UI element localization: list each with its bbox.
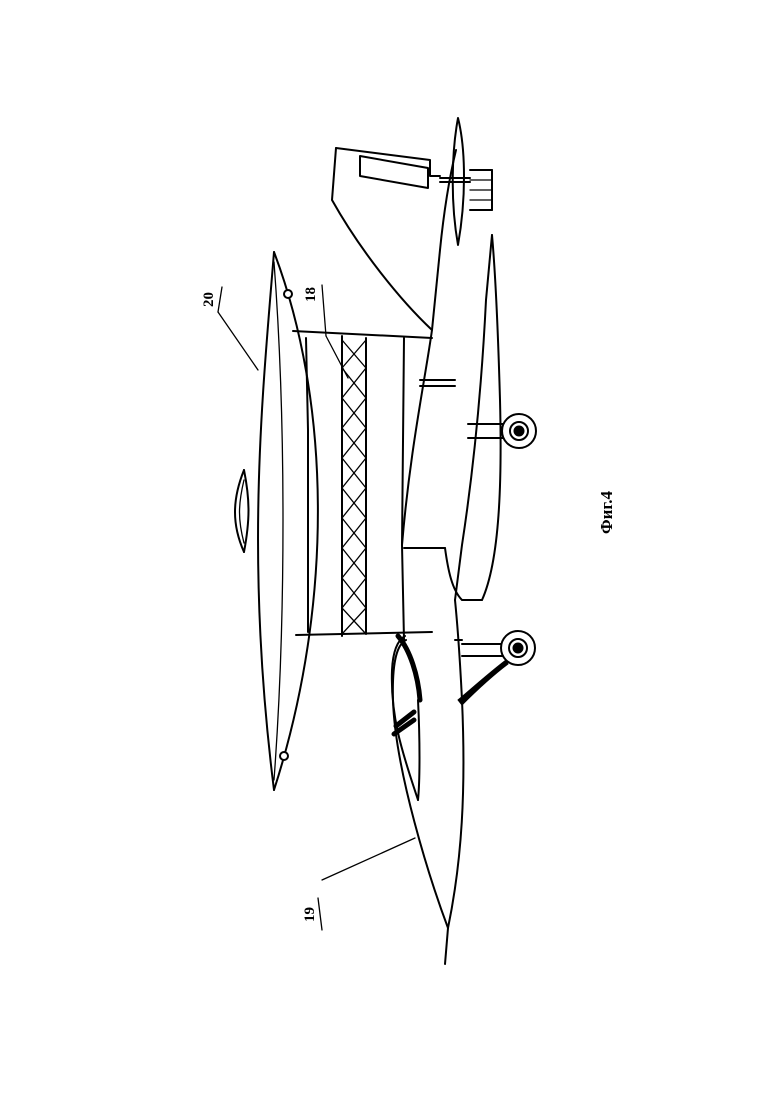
truss-cross-bracing xyxy=(342,340,366,634)
reference-20: 20 xyxy=(201,287,258,370)
front-landing-gear xyxy=(458,631,535,705)
reference-label-18: 18 xyxy=(303,287,319,302)
wing-20 xyxy=(235,252,318,790)
reference-19: 19 xyxy=(302,838,415,930)
figure-caption: Фиг.4 xyxy=(597,491,616,534)
tail-fin xyxy=(332,148,440,330)
reference-label-20: 20 xyxy=(201,292,217,307)
propeller xyxy=(440,118,470,245)
engine-nacelle xyxy=(420,170,492,386)
fuselage-19 xyxy=(393,150,501,964)
reference-label-19: 19 xyxy=(302,907,318,922)
